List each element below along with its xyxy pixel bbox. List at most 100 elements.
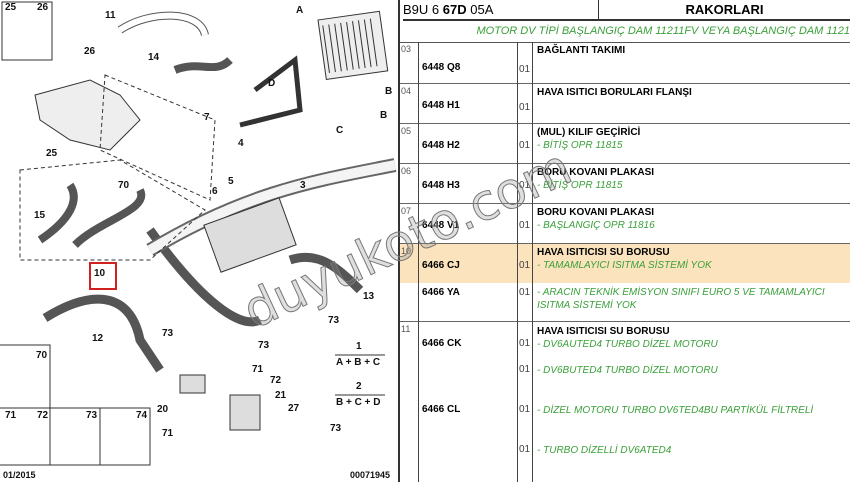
callout-label: 26 <box>84 46 96 57</box>
reference: 6448 H2 <box>422 140 460 151</box>
callout-label: 73 <box>328 315 340 326</box>
parts-table: B9U 6 67D 05A RAKORLARI MOTOR DV TİPİ BA… <box>400 0 850 482</box>
table-row-selected[interactable]: 10 6466 CJ 01 HAVA ISITICISI SU BORUSU - TAM… <box>400 244 850 283</box>
inset-label: 72 <box>37 410 49 421</box>
reference: 6448 H1 <box>422 100 460 111</box>
description: HAVA ISITICISI SU BORUSU <box>537 326 670 337</box>
code-bold: 67D <box>442 2 467 17</box>
heater-core <box>317 10 389 80</box>
drawing-number: 00071945 <box>350 470 391 480</box>
position: 07 <box>401 206 412 216</box>
selected-callout-10 <box>89 262 117 290</box>
position: 03 <box>401 44 412 54</box>
callout-label: C <box>336 125 344 136</box>
inset-clip-box <box>1 1 53 61</box>
table-row[interactable]: 04 6448 H1 01 HAVA ISITICI BORULARI FLANŞI <box>400 84 850 124</box>
reference: 6466 CJ <box>422 260 460 271</box>
quantity: 01 <box>519 64 531 75</box>
description: HAVA ISITICI BORULARI FLANŞI <box>537 87 692 98</box>
callout-label: 6 <box>212 186 218 197</box>
code-suffix: 05A <box>470 2 494 17</box>
callout-label: 7 <box>204 112 210 123</box>
callout-label: 71 <box>252 364 264 375</box>
callout-label: 73 <box>330 423 342 434</box>
table-row[interactable]: 03 6448 Q8 01 BAĞLANTI TAKIMI <box>400 42 850 84</box>
quantity: 01 <box>519 180 531 191</box>
reference: 6448 Q8 <box>422 62 461 73</box>
reference: 6448 H3 <box>422 180 460 191</box>
position: 11 <box>401 324 411 334</box>
callout-label: D <box>268 78 276 89</box>
page-title: RAKORLARI <box>599 0 850 21</box>
callout-label: 12 <box>92 333 104 344</box>
quantity: 01 <box>519 338 531 349</box>
callout-label: 14 <box>148 52 160 63</box>
quantity: 01 <box>519 444 531 455</box>
position: 05 <box>401 126 412 136</box>
callout-label: 25 <box>46 148 58 159</box>
note: - DV6AUTED4 TURBO DİZEL MOTORU <box>537 339 718 350</box>
quantity: 01 <box>519 260 531 271</box>
column-divider <box>517 42 518 482</box>
callout-label: A <box>296 5 304 16</box>
position: 10 <box>401 246 412 256</box>
callout-label: 20 <box>157 404 169 415</box>
description: BORU KOVANI PLAKASI <box>537 167 655 178</box>
code-prefix: B9U 6 <box>403 2 440 17</box>
table-row[interactable]: 11 HAVA ISITICISI SU BORUSU 6466 CK 01 - DV… <box>400 322 850 482</box>
callout-label: 70 <box>118 180 130 191</box>
position: 04 <box>401 86 412 96</box>
note: - TURBO DİZELLİ DV6ATED4 <box>537 445 672 456</box>
quantity: 01 <box>519 220 531 231</box>
callout-label: B <box>380 110 388 121</box>
note: - DV6BUTED4 TURBO DİZEL MOTORU <box>537 365 718 376</box>
inset-label: 74 <box>136 410 148 421</box>
note: - ARACIN TEKNİK EMİSYON SINIFI EURO 5 VE… <box>537 287 825 311</box>
callout-label: 15 <box>34 210 46 221</box>
reference: 6466 CL <box>422 404 461 415</box>
note: - BİTİŞ OPR 11815 <box>537 180 623 191</box>
diagram-drawing <box>0 1 397 466</box>
column-divider <box>418 42 419 482</box>
description: (MUL) KILIF GEÇİRİCİ <box>537 127 641 138</box>
callout-label: 72 <box>270 375 282 386</box>
formula-1-number: 1 <box>356 341 362 352</box>
callout-label: 13 <box>363 291 375 302</box>
position: 06 <box>401 166 412 176</box>
formula-2: B + C + D <box>336 397 381 408</box>
callout-label: 21 <box>275 390 287 401</box>
table-row[interactable]: 06 6448 H3 01 BORU KOVANI PLAKASI - BİTİŞ OP… <box>400 164 850 204</box>
description: BAĞLANTI TAKIMI <box>537 45 626 56</box>
subheader-condition: MOTOR DV TİPİ BAŞLANGIÇ DAM 11211FV VEYA… <box>400 21 850 43</box>
callout-label: 5 <box>228 176 234 187</box>
callout-label: 73 <box>162 328 174 339</box>
description: HAVA ISITICISI SU BORUSU <box>537 247 670 258</box>
quantity: 01 <box>519 102 531 113</box>
quantity: 01 <box>519 287 531 298</box>
diagram-date: 01/2015 <box>3 470 36 480</box>
parts-diagram: 25 26 11 26 14 A D B B 7 4 5 6 3 C 25 70… <box>0 0 400 482</box>
reference: 6466 CK <box>422 338 462 349</box>
table-row[interactable]: 05 6448 H2 01 (MUL) KILIF GEÇİRİCİ - BİTİŞ O… <box>400 124 850 164</box>
callout-label: B <box>385 86 393 97</box>
callout-label: 27 <box>288 403 300 414</box>
reference: 6448 V1 <box>422 220 460 231</box>
note: - BAŞLANGIÇ OPR 11816 <box>537 220 655 231</box>
callout-label: 26 <box>37 2 49 13</box>
callout-label: 25 <box>5 2 17 13</box>
callout-label: 4 <box>238 138 244 149</box>
quantity: 01 <box>519 404 531 415</box>
callout-label: 71 <box>162 428 174 439</box>
note: - TAMAMLAYICI ISITMA SİSTEMİ YOK <box>537 260 712 271</box>
callout-label-selected[interactable]: 10 <box>94 268 106 279</box>
formula-1: A + B + C <box>336 357 381 368</box>
table-row[interactable]: 6466 YA 01 - ARACIN TEKNİK EMİSYON SINIFI … <box>400 283 850 322</box>
quantity: 01 <box>519 364 531 375</box>
inset-label: 71 <box>5 410 17 421</box>
column-divider <box>532 42 533 482</box>
reference: 6466 YA <box>422 287 460 298</box>
part-code: B9U 6 67D 05A <box>403 0 599 21</box>
quantity: 01 <box>519 140 531 151</box>
note: - BİTİŞ OPR 11815 <box>537 140 623 151</box>
